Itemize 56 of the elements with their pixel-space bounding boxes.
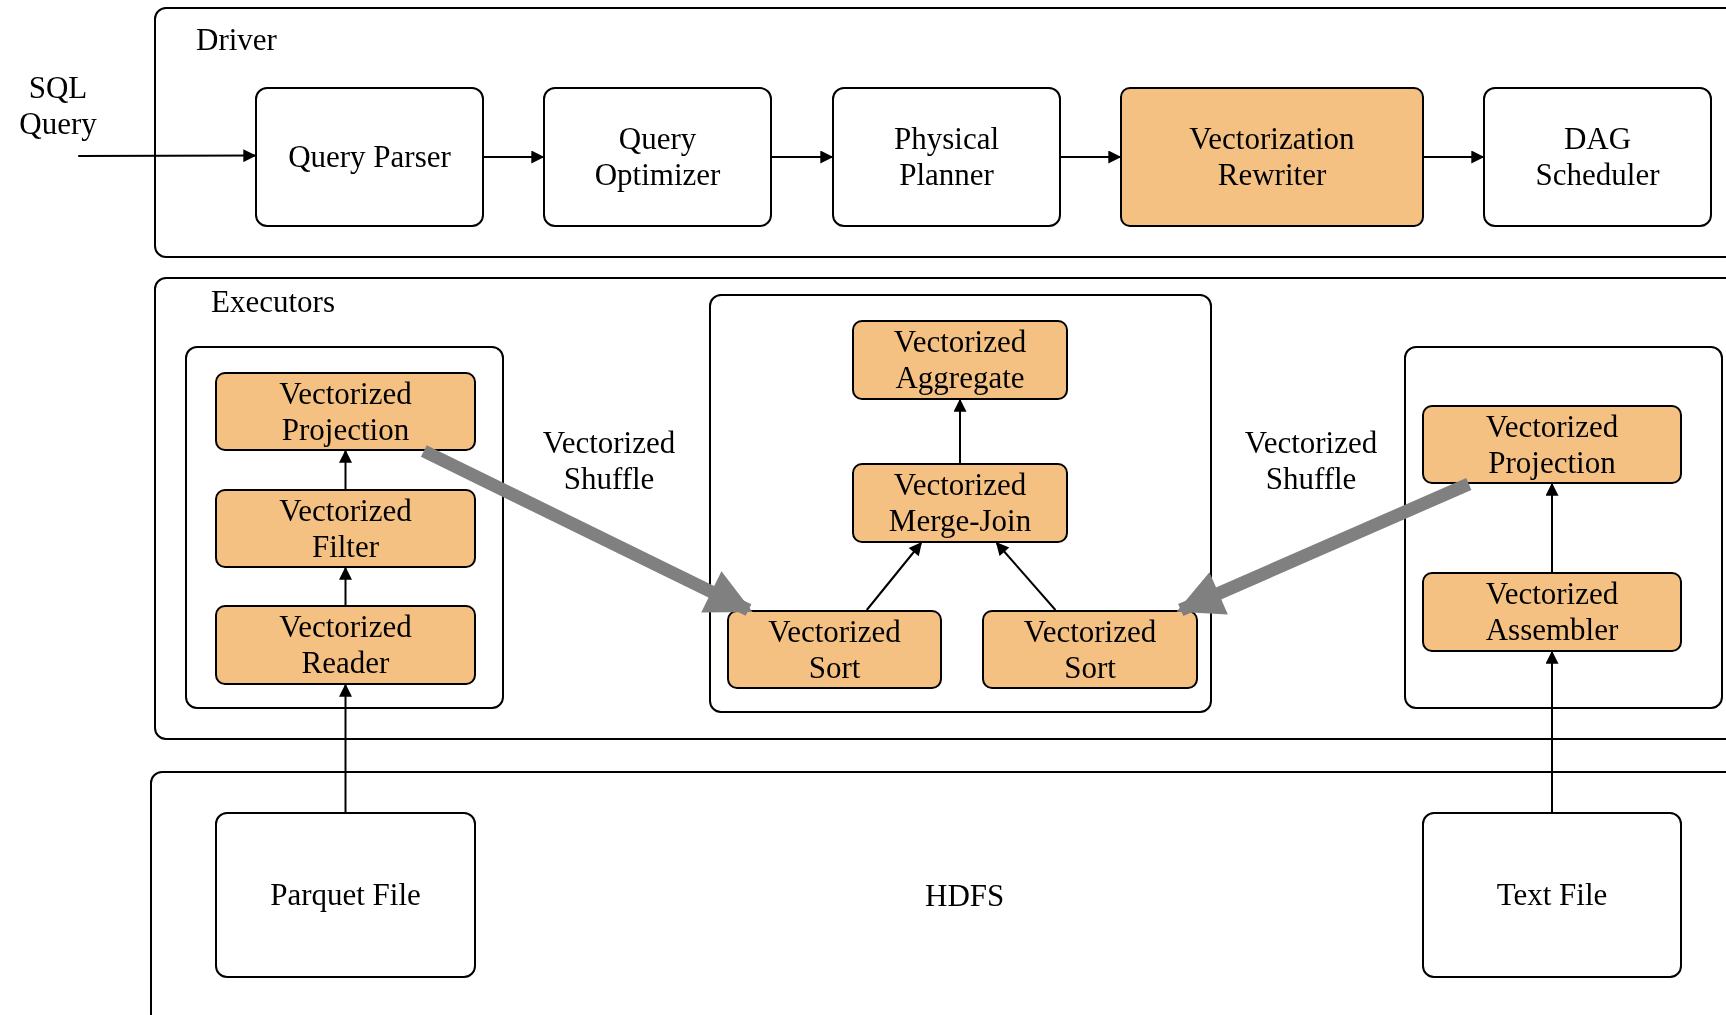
node-label: Query Parser bbox=[288, 139, 451, 175]
node-label: Vectorized Reader bbox=[278, 609, 413, 681]
node-label: Vectorized Projection bbox=[278, 375, 413, 448]
thick-arrow bbox=[1176, 478, 1472, 616]
arrow bbox=[1423, 150, 1485, 164]
vectorized-operator-box bbox=[215, 489, 476, 568]
group-panel bbox=[154, 277, 1726, 740]
input-label: SQL Query bbox=[18, 70, 98, 142]
vectorized-operator-box bbox=[1422, 405, 1682, 484]
node-label: Parquet File bbox=[270, 877, 421, 913]
vectorized-operator-box bbox=[1120, 87, 1424, 227]
arrow bbox=[339, 566, 352, 606]
process-box bbox=[543, 87, 772, 227]
arrow bbox=[1545, 482, 1559, 573]
vectorized-operator-box bbox=[727, 610, 942, 689]
group-title: HDFS bbox=[925, 878, 1005, 914]
node-label: Vectorized Sort bbox=[767, 613, 902, 686]
node-label: Vectorized Projection bbox=[1484, 408, 1620, 481]
process-box bbox=[215, 812, 476, 978]
arrow bbox=[865, 542, 923, 611]
arrow bbox=[483, 150, 545, 164]
node-label: DAG Scheduler bbox=[1534, 121, 1661, 193]
arrow bbox=[1545, 650, 1559, 813]
node-label: Vectorization Rewriter bbox=[1188, 121, 1356, 193]
arrow bbox=[995, 542, 1057, 611]
node-label: Query Optimizer bbox=[593, 121, 722, 193]
node-label: Vectorized Aggregate bbox=[892, 324, 1028, 396]
vectorized-operator-box bbox=[215, 605, 476, 685]
group-panel bbox=[150, 771, 1726, 1015]
process-box bbox=[255, 87, 484, 227]
group-panel bbox=[154, 7, 1726, 258]
group-panel bbox=[1404, 346, 1723, 709]
group-panel bbox=[709, 294, 1212, 713]
arrow bbox=[339, 449, 352, 490]
group-title: Driver bbox=[196, 22, 277, 58]
process-box bbox=[832, 87, 1061, 227]
process-box bbox=[1483, 87, 1712, 227]
node-label: Vectorized Filter bbox=[278, 492, 413, 565]
node-label: Vectorized Merge-Join bbox=[887, 467, 1033, 539]
vectorized-operator-box bbox=[852, 463, 1068, 543]
arrow bbox=[77, 149, 257, 163]
group-panel bbox=[185, 346, 504, 709]
arrow bbox=[953, 398, 967, 464]
vectorized-operator-box bbox=[982, 610, 1198, 689]
vectorized-operator-box bbox=[215, 372, 476, 451]
arrow bbox=[1060, 150, 1122, 164]
group-title: Executors bbox=[211, 284, 335, 320]
vectorized-operator-box bbox=[1422, 572, 1682, 652]
process-box bbox=[1422, 812, 1682, 978]
arrow bbox=[339, 683, 352, 813]
node-label: Vectorized Sort bbox=[1022, 613, 1158, 686]
node-label: Vectorized Assembler bbox=[1484, 576, 1620, 648]
arrow bbox=[771, 150, 834, 164]
vectorized-operator-box bbox=[852, 320, 1068, 400]
node-label: Text File bbox=[1496, 877, 1608, 913]
node-label: Physical Planner bbox=[892, 121, 1001, 193]
